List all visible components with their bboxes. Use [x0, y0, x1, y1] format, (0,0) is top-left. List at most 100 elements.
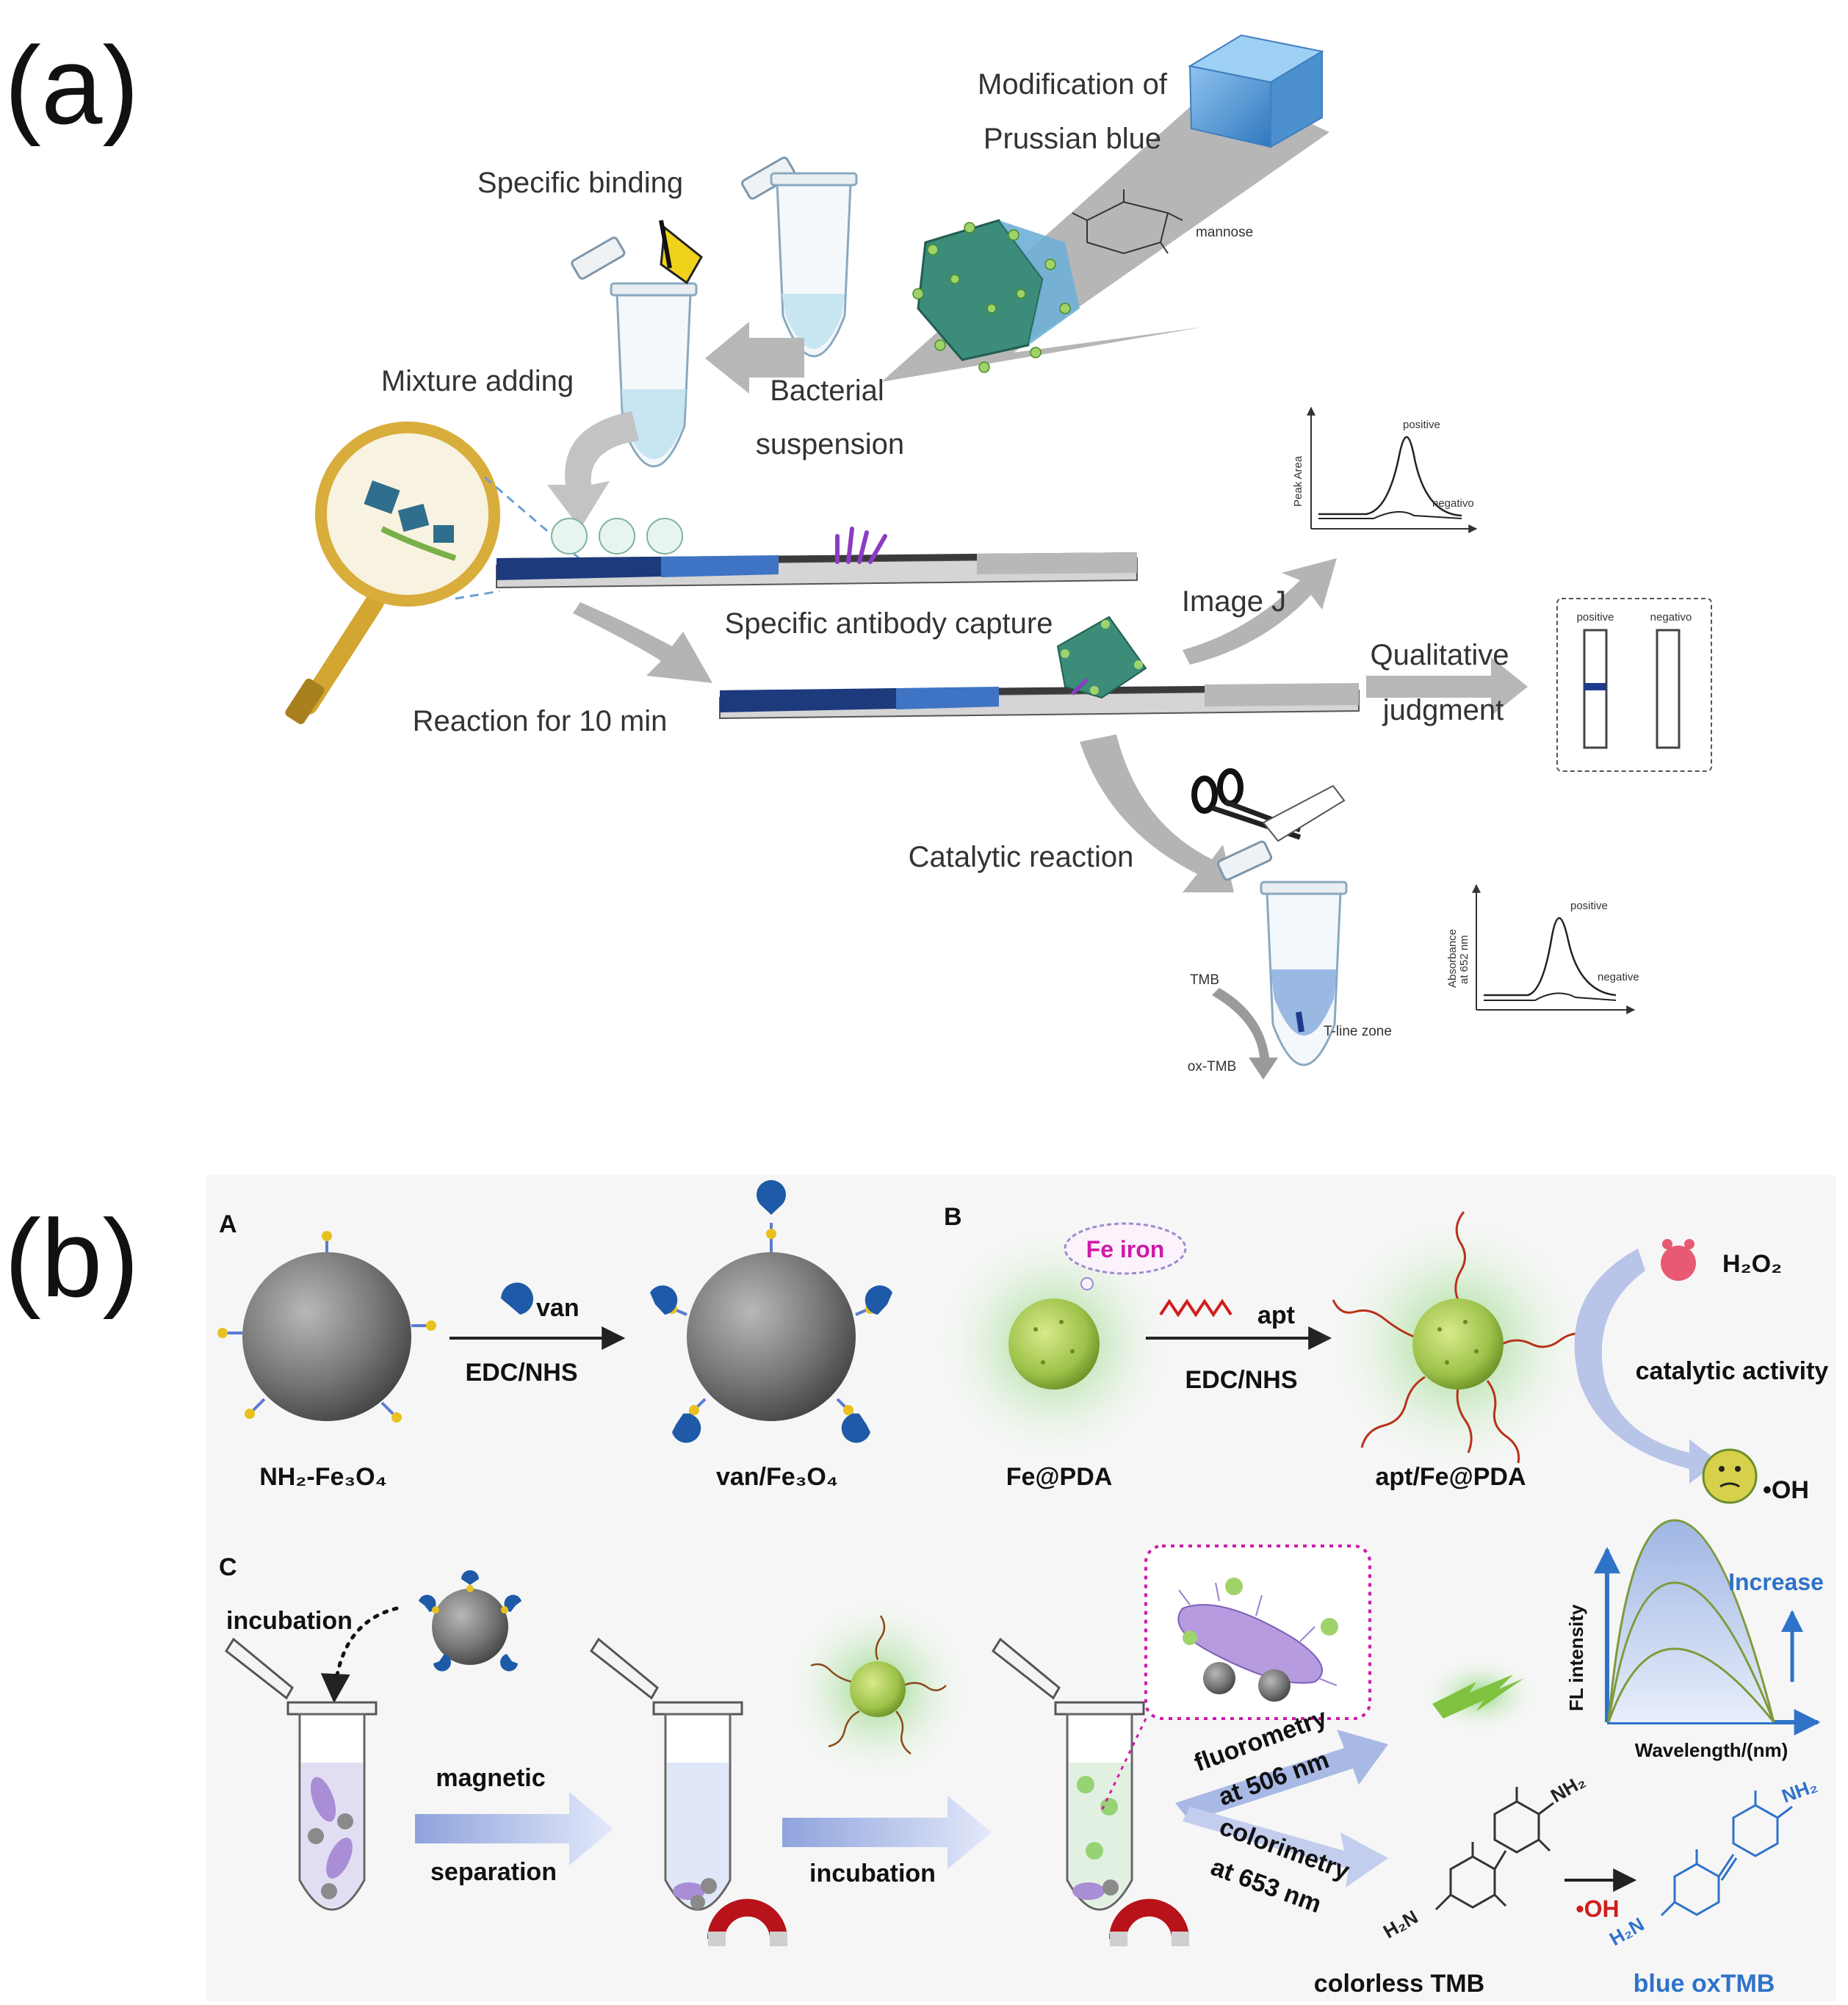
arrow-image-j	[1183, 558, 1337, 665]
pb-nanoparticle-icon	[912, 219, 1080, 373]
sample-tube-3	[992, 1637, 1145, 1911]
hydroxyl-radical-icon	[1702, 1448, 1758, 1504]
vancomycin-icon	[501, 1282, 533, 1315]
fl-plot-xlabel: Wavelength/(nm)	[1635, 1739, 1788, 1761]
arrow-incubation	[782, 1796, 992, 1869]
specific-binding-tube	[569, 220, 703, 468]
aptamer-icon	[1159, 1298, 1232, 1318]
modification-label-2: Prussian blue	[983, 123, 1161, 155]
apt-fe-pda-label: apt/Fe@PDA	[1375, 1463, 1526, 1491]
strip-positive-label: positive	[1577, 611, 1614, 624]
bacterial-label-1: Bacterial	[770, 375, 884, 407]
panel-b: (b) A NH₂-Fe₃O₄ van EDC/NHS	[4, 1175, 1836, 2001]
apt-fe-pda-particle	[1332, 1211, 1589, 1464]
apt-label: apt	[1257, 1301, 1295, 1329]
ox-tmb-label: ox-TMB	[1188, 1059, 1237, 1074]
arrow-reaction	[573, 602, 712, 683]
antibody-capture-label: Specific antibody capture	[725, 607, 1053, 640]
magnet-icon-1	[707, 1899, 787, 1946]
fe-iron-label: Fe iron	[1086, 1236, 1165, 1262]
tmb-label: TMB	[1190, 972, 1219, 988]
peak-plot-ylabel: Peak Area	[1292, 455, 1304, 507]
panel-b-label: (b)	[4, 1196, 139, 1320]
incubation-dotted-arrow	[320, 1606, 399, 1703]
van-fe3o4-particle	[650, 1179, 892, 1443]
mannose-structure-icon	[1072, 189, 1183, 255]
bacteria-zoom-inset	[1100, 1545, 1371, 1811]
image-j-label: Image J	[1182, 585, 1286, 618]
abs-plot-negative: negative	[1598, 971, 1639, 983]
abs-plot-ylabel-2: at 652 nm	[1458, 935, 1470, 984]
strip-negative-label: negativo	[1650, 611, 1692, 624]
reaction-time-label: Reaction for 10 min	[413, 705, 668, 737]
fe-iron-bubble: Fe iron	[1064, 1222, 1187, 1290]
peak-area-plot: Peak Area positive negativo	[1292, 406, 1478, 533]
edc-nhs-b-label: EDC/NHS	[1185, 1366, 1297, 1394]
fluorescence-signal-icon	[1418, 1655, 1542, 1735]
test-strip-after	[719, 615, 1360, 720]
arrow-tmb-oxidation	[1212, 988, 1278, 1080]
abs-plot-ylabel-1: Absorbance	[1446, 929, 1459, 988]
edc-nhs-a-label: EDC/NHS	[465, 1359, 577, 1387]
magnet-icon-2	[1109, 1899, 1189, 1946]
strip-result-panel: positive negativo	[1556, 598, 1712, 772]
subpanel-a-label: A	[219, 1210, 237, 1238]
nh2-fe3o4-label: NH₂-Fe₃O₄	[259, 1463, 387, 1491]
magnifier-guide-bottom	[455, 590, 500, 600]
magnifier-icon	[285, 422, 500, 725]
arrow-to-binding	[705, 322, 804, 394]
subpanel-b-label: B	[944, 1203, 962, 1231]
arrow-fluorometry	[1175, 1730, 1388, 1821]
sample-tube-2	[590, 1637, 743, 1911]
small-van-fe3o4-particle	[419, 1570, 521, 1672]
scissors-icon	[1191, 768, 1346, 842]
van-label: van	[536, 1294, 580, 1322]
arrow-qualitative	[1366, 657, 1528, 716]
h2o2-label: H₂O₂	[1722, 1250, 1782, 1278]
qualitative-label-1: Qualitative	[1371, 639, 1509, 671]
mannose-label: mannose	[1196, 225, 1253, 240]
bacterial-label-2: suspension	[756, 428, 904, 460]
abs-plot-positive: positive	[1570, 900, 1608, 912]
absorbance-plot: Absorbance at 652 nm positive negative	[1446, 884, 1639, 1014]
separation-label: separation	[430, 1858, 557, 1886]
catalytic-activity-label: catalytic activity	[1636, 1357, 1829, 1385]
van-fe3o4-label: van/Fe₃O₄	[716, 1463, 838, 1491]
modification-label-1: Modification of	[978, 68, 1168, 101]
incubation-2-label: incubation	[809, 1860, 936, 1887]
apt-fe-pda-small-particle	[810, 1615, 947, 1755]
blue-oxtmb-label: blue oxTMB	[1634, 1970, 1775, 1998]
colorless-tmb-label: colorless TMB	[1314, 1970, 1484, 1998]
oh-radical-label: •OH	[1763, 1476, 1809, 1504]
arrow-magnetic-separation	[415, 1792, 613, 1865]
nh2-fe3o4-particle	[217, 1231, 436, 1423]
prussian-blue-cube-icon	[1188, 34, 1324, 148]
fl-plot-trend-label: Increase	[1728, 1569, 1824, 1595]
arrow-catalytic	[1080, 734, 1234, 892]
catalytic-cycle-arrow	[1574, 1249, 1719, 1484]
fe-pda-particle	[1008, 1298, 1100, 1390]
colorless-tmb-structure	[1434, 1787, 1554, 1911]
peak-plot-positive: positive	[1403, 419, 1440, 431]
bacterial-suspension-tube	[740, 155, 858, 358]
incubation-1-label: incubation	[226, 1607, 353, 1635]
sample-tube-1	[225, 1637, 378, 1911]
magnetic-label: magnetic	[436, 1764, 545, 1792]
oh-reagent-label: •OH	[1576, 1896, 1619, 1922]
blue-oxtmb-structure	[1660, 1791, 1793, 1917]
t-line-zone-label: T-line zone	[1324, 1024, 1392, 1039]
fl-intensity-plot: Increase FL intensity Wavelength/(nm)	[1565, 1519, 1824, 1761]
mixture-adding-label: Mixture adding	[381, 365, 574, 397]
test-strip-before	[496, 518, 1138, 589]
fl-plot-ylabel: FL intensity	[1565, 1604, 1587, 1711]
h2o2-molecule-icon	[1661, 1239, 1696, 1281]
catalytic-reaction-label: Catalytic reaction	[909, 841, 1134, 873]
subpanel-c-label: C	[219, 1553, 237, 1581]
catalytic-tube	[1216, 839, 1348, 1066]
peak-plot-negative: negativo	[1432, 497, 1474, 510]
arrow-colorimetry	[1183, 1807, 1388, 1887]
magnifier-guide-top	[484, 476, 588, 567]
panel-a: (a) Modification of Prussian blue mannos…	[4, 24, 1712, 1080]
panel-a-label: (a)	[4, 24, 139, 147]
